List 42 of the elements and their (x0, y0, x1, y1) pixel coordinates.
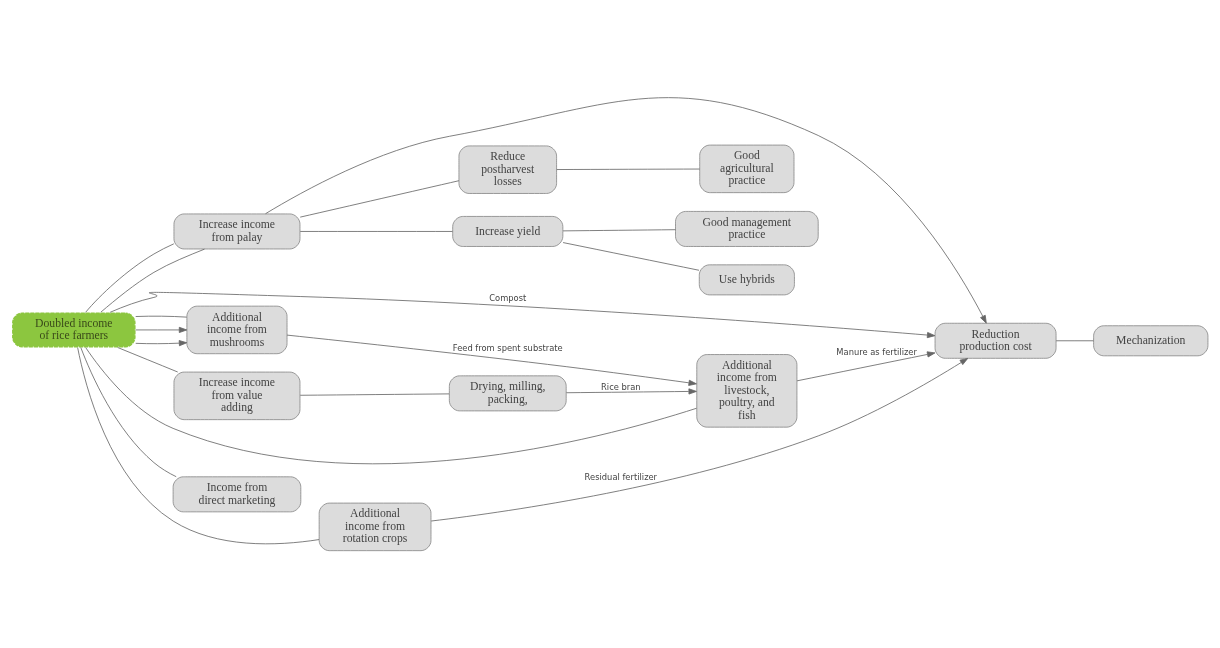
node-box: Increase income from palay (173, 213, 301, 250)
node-box: Good agricultural practice (699, 144, 795, 194)
connector (85, 347, 697, 465)
node-box: Drying, milling, packing, (448, 375, 567, 412)
connector (77, 347, 320, 545)
arrow (265, 97, 987, 324)
edge-label: Feed from spent substrate (452, 342, 563, 353)
edge-label: Rice bran (601, 382, 641, 393)
connector (100, 248, 205, 313)
connector (85, 243, 175, 313)
node-box: Reduction production cost (934, 322, 1057, 359)
edge-label: Compost (489, 292, 527, 303)
connector (135, 315, 188, 318)
node-box: Increase yield (452, 216, 564, 247)
node-box: Mechanization (1093, 325, 1209, 357)
arrow (135, 340, 188, 347)
connector (299, 231, 453, 232)
edge-label: Residual fertilizer (584, 472, 658, 483)
connector (299, 180, 460, 218)
arrow (430, 358, 969, 522)
node-box: Additional income from mushrooms (186, 305, 288, 355)
edge-label: Manure as fertilizer (836, 346, 917, 357)
connector (80, 347, 177, 478)
connector (117, 347, 179, 373)
node-box: Reduce postharvest losses (458, 145, 557, 194)
node-box: Income from direct marketing (172, 476, 302, 513)
node-box: Use hybrids (698, 264, 795, 296)
node-box: Additional income from rotation crops (318, 502, 432, 552)
arrow (286, 334, 697, 386)
connector (562, 229, 676, 232)
connector (1055, 340, 1094, 342)
node-box: Additional income from livestock, poultry, and fish (696, 354, 798, 428)
connector (562, 242, 700, 271)
connector (299, 393, 450, 396)
node-box: Doubled income of rice farmers (11, 311, 137, 349)
arrow (109, 291, 936, 339)
arrow (565, 388, 697, 395)
node-box: Good management practice (675, 211, 819, 247)
arrow (796, 351, 936, 382)
node-box: Increase income from value adding (173, 371, 301, 421)
connector (556, 168, 701, 170)
arrow (135, 326, 188, 333)
